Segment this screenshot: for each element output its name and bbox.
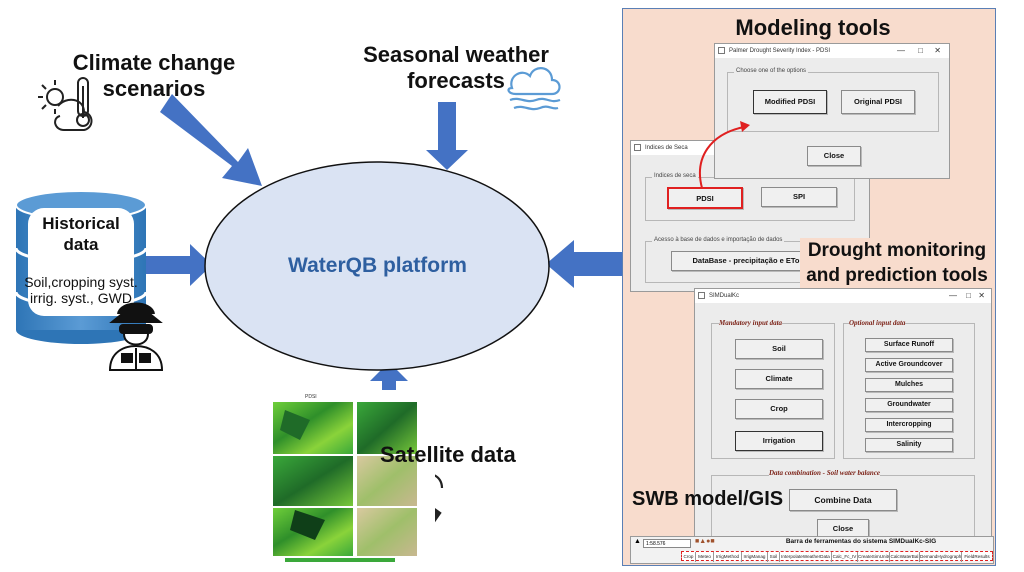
window-app-icon — [718, 47, 725, 54]
toolbar-tools-icon[interactable]: ■▲●■ — [695, 538, 715, 545]
optional-group — [843, 323, 975, 459]
toolbar-item-soil[interactable]: Soil — [768, 552, 780, 562]
highlight-arrow — [699, 121, 750, 189]
platform-ellipse — [204, 161, 550, 371]
salinity-button[interactable]: Salinity — [865, 438, 953, 452]
scale-dropdown[interactable]: 1:58.576 — [643, 539, 691, 548]
historical-data-detail: Soil,cropping syst. irrig. syst., GWD — [24, 274, 138, 306]
maximize-icon[interactable]: □ — [918, 46, 923, 55]
gis-toolbar: 1:58.576 ▲ ■▲●■ Barra de ferramentas do … — [630, 536, 994, 564]
historical-data-title: Historical data — [42, 214, 120, 254]
climate-thermometer-icon — [38, 77, 93, 131]
modified-pdsi-button[interactable]: Modified PDSI — [753, 90, 827, 114]
arrow-satellite-to-platform — [370, 362, 408, 405]
mandatory-title: Mandatory input data — [719, 319, 783, 327]
indices-group-label: Indices de seca — [652, 173, 698, 179]
pdsi-window-title: Palmer Drought Severity Index - PDSI — [729, 48, 831, 54]
toolbar-item-meteo[interactable]: Meteo — [696, 552, 714, 562]
close-icon[interactable]: ✕ — [978, 291, 985, 300]
window-app-icon — [698, 292, 705, 299]
drought-tools-label: Drought monitoring and prediction tools — [800, 238, 994, 288]
swb-gis-label: SWB model/GIS — [632, 488, 784, 510]
active-groundcover-button[interactable]: Active Groundcover — [865, 358, 953, 372]
mulches-button[interactable]: Mulches — [865, 378, 953, 392]
map-title: PDSI — [305, 394, 317, 400]
pdsi-options-group: Choose one of the options — [727, 68, 939, 132]
crop-button[interactable]: Crop — [735, 399, 823, 419]
toolbar-item-calc-fc[interactable]: Calc_Fc_IV — [832, 552, 858, 562]
toolbar-item-interpolate[interactable]: InterpolateWeatherData — [780, 552, 832, 562]
toolbar-item-demandhydrograph[interactable]: DemandHydrograph — [920, 552, 962, 562]
toolbar-item-calcwaterbal[interactable]: CalcWaterBal — [890, 552, 920, 562]
arrow-tools-to-platform — [546, 240, 632, 288]
pdsi-close-button[interactable]: Close — [807, 146, 861, 166]
maximize-icon[interactable]: □ — [966, 291, 971, 300]
optional-title: Optional input data — [849, 319, 906, 327]
arrow-climate-to-platform — [160, 94, 262, 186]
database-button[interactable]: DataBase - precipitação e ETo — [671, 251, 821, 271]
arrow-historical-to-platform — [142, 244, 212, 286]
pdsi-window-titlebar: Palmer Drought Severity Index - PDSI — □… — [715, 44, 949, 58]
minimize-icon[interactable]: — — [897, 46, 905, 55]
database-group-label: Acesso à base de dados e importação de d… — [652, 237, 785, 243]
platform-label: WaterQB platform — [288, 254, 467, 277]
seasonal-forecasts-label: Seasonal weather forecasts — [363, 42, 549, 93]
toolbar-title: Barra de ferramentas do sistema SIMDualK… — [785, 538, 937, 545]
cloud-icon — [507, 67, 561, 111]
pointer-icon[interactable]: ▲ — [634, 538, 641, 545]
detective-icon — [108, 302, 164, 371]
toolbar-items-row: Crop Meteo IrrigMethod IrrigManag Soil I… — [681, 551, 993, 562]
toolbar-item-createsimunits[interactable]: CreateSimUnits — [858, 552, 890, 562]
toolbar-item-irrigmethod[interactable]: IrrigMethod — [714, 552, 742, 562]
simdualkc-window-title: SIMDualKc — [709, 293, 740, 299]
surface-runoff-button[interactable]: Surface Runoff — [865, 338, 953, 352]
pdsi-window: Palmer Drought Severity Index - PDSI — □… — [714, 43, 950, 179]
irrigation-button[interactable]: Irrigation — [735, 431, 823, 451]
indices-window-title: Indices de Seca — [645, 145, 688, 151]
intercropping-button[interactable]: Intercropping — [865, 418, 953, 432]
toolbar-item-irrigmanag[interactable]: IrrigManag — [742, 552, 768, 562]
toolbar-item-fieldresults[interactable]: FieldResults — [964, 554, 990, 559]
satellite-map-image: PDSI — [255, 390, 435, 568]
map-panels — [273, 402, 417, 562]
toolbar-item-crop[interactable]: Crop — [682, 552, 696, 562]
pdsi-options-label: Choose one of the options — [734, 68, 809, 74]
combine-data-button[interactable]: Combine Data — [789, 489, 897, 511]
satellite-data-label: Satellite data — [380, 442, 516, 467]
modeling-tools-label: Modeling tools — [735, 15, 891, 40]
minimize-icon[interactable]: — — [949, 291, 957, 300]
simdualkc-window-titlebar: SIMDualKc — □ ✕ — [695, 289, 991, 303]
pdsi-button[interactable]: PDSI — [667, 187, 743, 209]
close-icon[interactable]: ✕ — [934, 46, 941, 55]
climate-change-label: Climate change scenarios — [72, 50, 236, 101]
groundwater-button[interactable]: Groundwater — [865, 398, 953, 412]
spi-button[interactable]: SPI — [761, 187, 837, 207]
combination-title: Data combination - Soil water balance — [769, 469, 881, 477]
window-app-icon — [634, 144, 641, 151]
arrow-seasonal-to-platform — [426, 102, 468, 170]
original-pdsi-button[interactable]: Original PDSI — [841, 90, 915, 114]
soil-button[interactable]: Soil — [735, 339, 823, 359]
climate-button[interactable]: Climate — [735, 369, 823, 389]
